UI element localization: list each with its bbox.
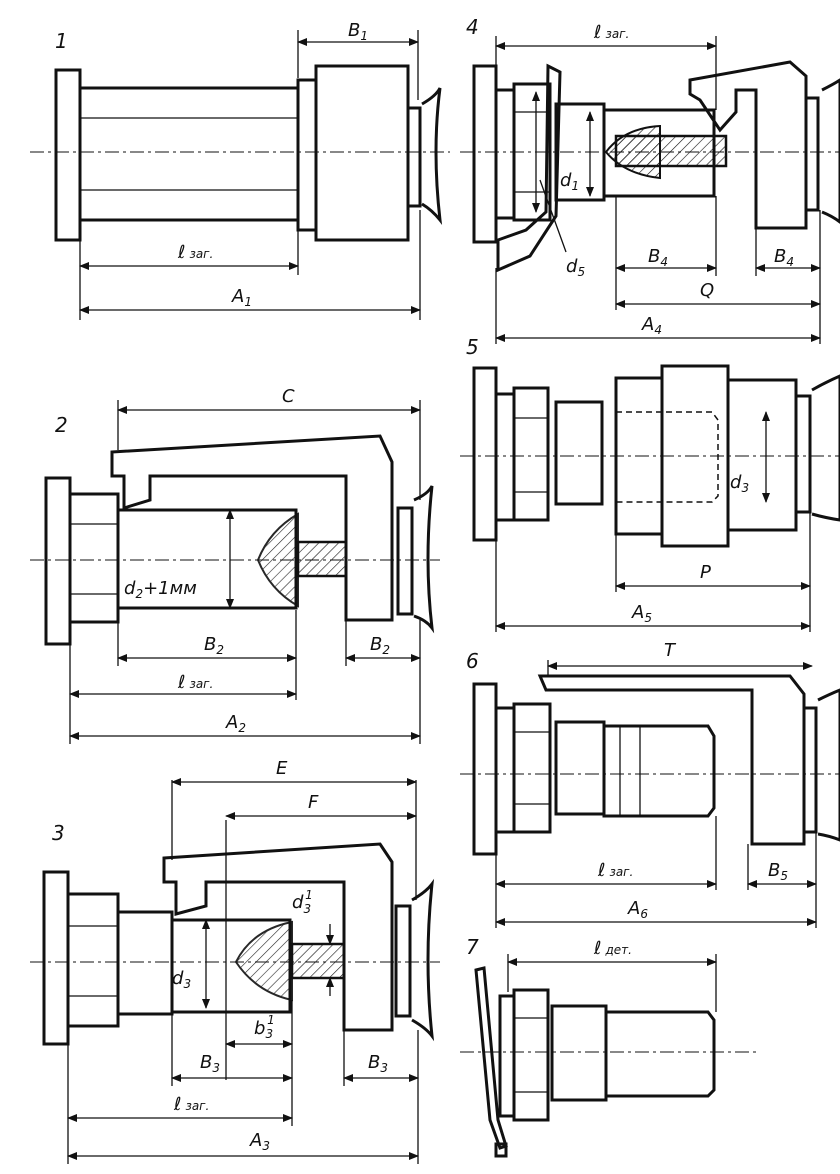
figure-5-number: 5 (466, 335, 479, 359)
figure-4-number: 4 (466, 15, 479, 39)
chuck-jaw (54, 68, 82, 242)
dim-d3-fig3: d3 (172, 968, 191, 991)
dim-d3-prime: d31 (292, 888, 313, 916)
dim-B5: B5 (768, 860, 788, 883)
dim-B1: B1 (348, 20, 368, 43)
figure-6-number: 6 (466, 649, 479, 673)
dim-A2: A2 (225, 712, 246, 735)
figure-5: 5 d3 P A5 (460, 335, 840, 632)
dim-A3: A3 (249, 1130, 270, 1153)
dim-A6: A6 (627, 898, 648, 921)
dim-A1: A1 (231, 286, 252, 309)
dim-d2: d2+1мм (124, 578, 197, 601)
figure-7-number: 7 (466, 935, 479, 959)
dim-d1: d1 (560, 170, 579, 193)
dim-F: F (308, 792, 319, 813)
dim-B2-right: B2 (370, 634, 390, 657)
dim-d5: d5 (566, 256, 585, 279)
dim-E: E (276, 758, 288, 779)
dim-B3-right: B3 (368, 1052, 388, 1075)
dim-A4: A4 (641, 314, 662, 337)
dim-Q: Q (700, 280, 714, 301)
dim-b3-prime: b31 (254, 1013, 275, 1041)
workpiece (78, 86, 300, 222)
figure-3-number: 3 (52, 821, 65, 845)
dim-A5: A5 (631, 602, 652, 625)
stop-block (314, 64, 410, 242)
dim-P: P (700, 562, 711, 583)
figure-1-number: 1 (55, 29, 68, 53)
dim-B3-left: B3 (200, 1052, 220, 1075)
dim-B2-left: B2 (204, 634, 224, 657)
dim-T: T (664, 640, 677, 661)
figure-2-number: 2 (55, 413, 68, 437)
dim-C: C (282, 386, 295, 407)
figure-3: 3 d3 d31 b31 E F B3 (30, 758, 440, 1164)
dim-B4-left: B4 (648, 246, 668, 269)
dim-d3-fig5: d3 (730, 472, 749, 495)
dim-B4-right: B4 (774, 246, 794, 269)
